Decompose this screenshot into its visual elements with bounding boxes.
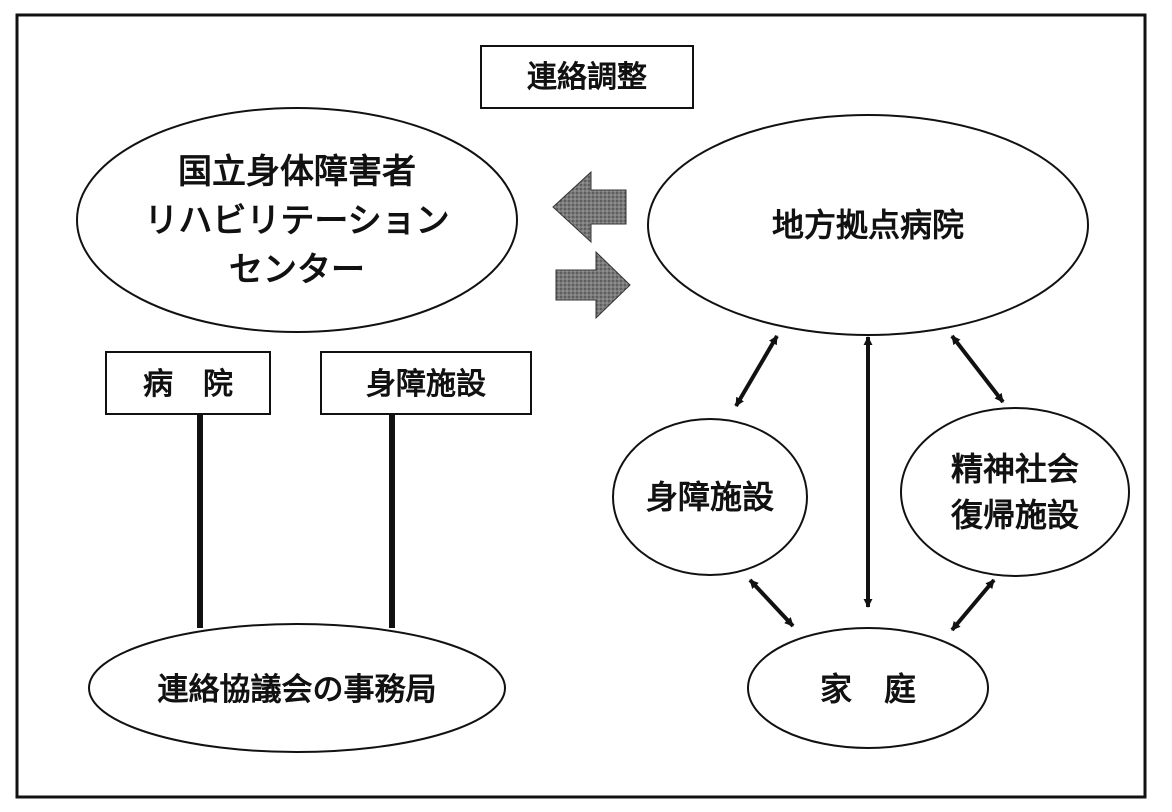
national-center-line-3: センター <box>229 250 365 290</box>
mental-rehab-line-1: 精神社会 <box>951 450 1079 488</box>
hospital-label: 病 院 <box>143 367 233 402</box>
regional-hospital-label: 地方拠点病院 <box>772 206 964 244</box>
disability-facility-circle-node: 身障施設 <box>612 418 808 576</box>
arrow-right-icon <box>555 250 631 320</box>
arrow-left-icon <box>552 170 627 244</box>
council-office-label: 連絡協議会の事務局 <box>158 672 437 708</box>
national-center-line-2: リハビリテーション <box>144 201 449 241</box>
home-label: 家 庭 <box>820 670 916 708</box>
home-node: 家 庭 <box>747 627 989 749</box>
national-center-line-1: 国立身体障害者 <box>178 152 416 192</box>
disability-facility-circle-label: 身障施設 <box>646 478 774 516</box>
council-office-node: 連絡協議会の事務局 <box>88 623 506 753</box>
mental-rehab-facility-node: 精神社会 復帰施設 <box>900 407 1130 577</box>
arrow-mental-facility-to-home <box>950 578 996 632</box>
arrow-hospital-to-mental-facility <box>950 334 1005 404</box>
coordination-box: 連絡調整 <box>480 45 694 109</box>
coordination-label: 連絡調整 <box>527 60 647 95</box>
disability-facility-box-label: 身障施設 <box>366 367 486 402</box>
national-rehab-center-node: 国立身体障害者 リハビリテーション センター <box>76 107 518 333</box>
regional-hospital-node: 地方拠点病院 <box>647 114 1089 336</box>
disability-facility-box: 身障施設 <box>320 351 532 415</box>
arrow-facility-to-home <box>748 578 795 628</box>
mental-rehab-line-2: 復帰施設 <box>950 496 1079 534</box>
hospital-box: 病 院 <box>105 351 271 415</box>
arrow-hospital-to-facility <box>734 334 779 408</box>
